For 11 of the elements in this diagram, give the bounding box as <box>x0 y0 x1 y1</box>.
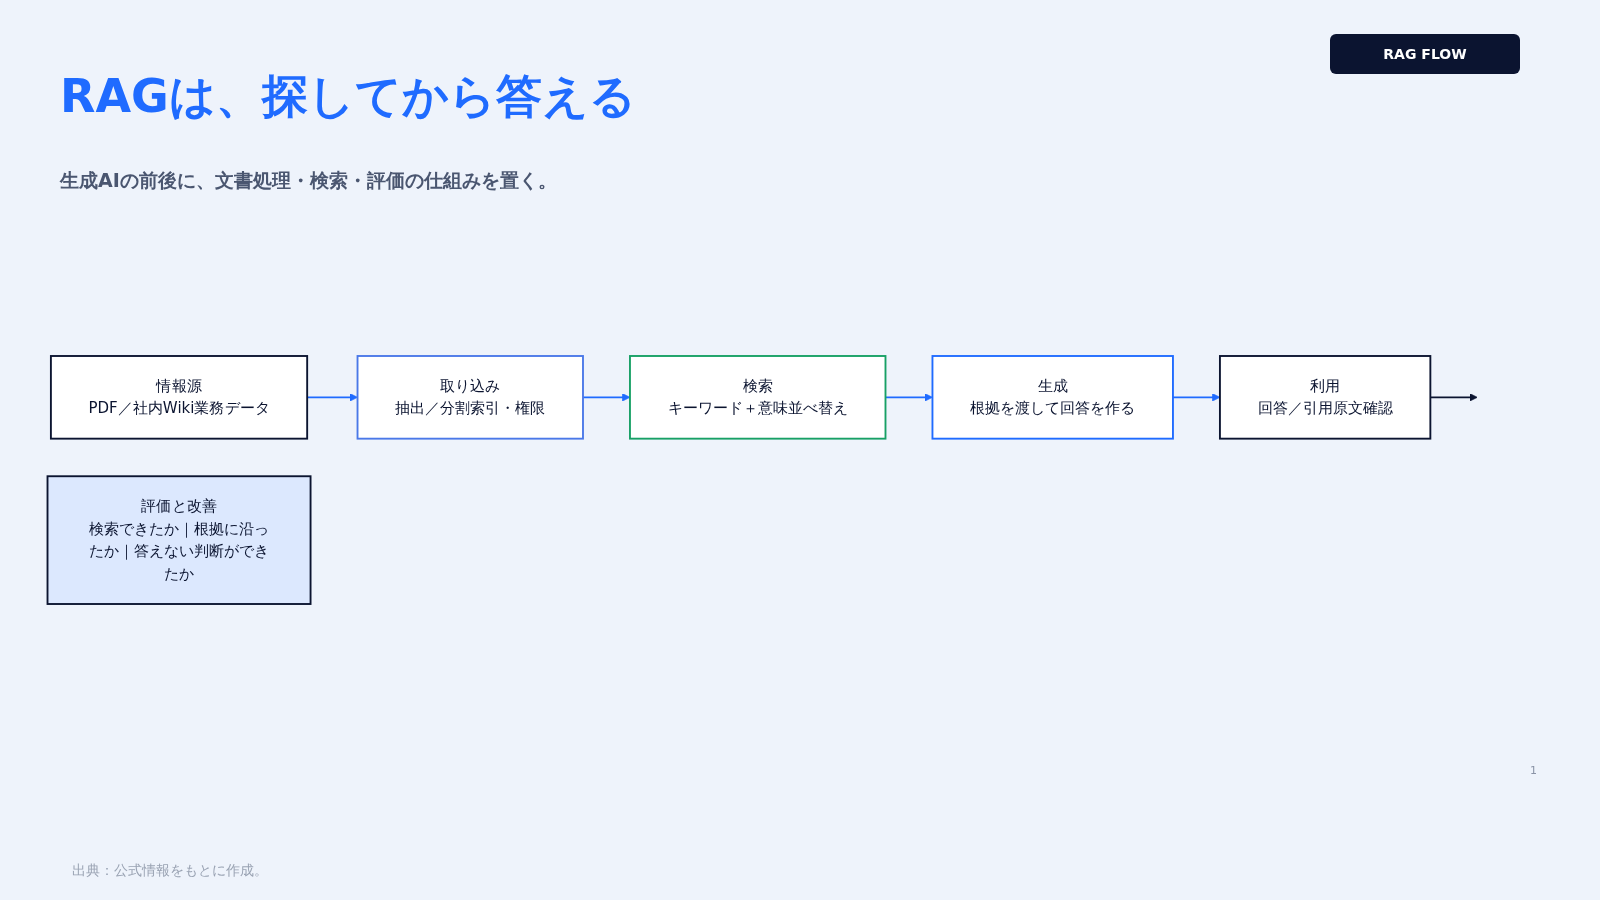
node-box: 利用 回答／引用原文確認 <box>1219 355 1432 440</box>
node-box: 情報源 PDF／社内Wiki業務データ <box>49 355 309 440</box>
node-box: 評価と改善 検索できたか｜根拠に沿ったか｜答えない判断ができたか <box>46 475 312 605</box>
subtitle: 生成AIの前後に、文書処理・検索・評価の仕組みを置く。 <box>60 168 557 193</box>
node-box: 生成 根拠を渡して回答を作る <box>931 355 1174 440</box>
source-note: 出典：公式情報をもとに作成。 <box>72 862 268 880</box>
node-box: 取り込み 抽出／分割索引・権限 <box>356 355 584 440</box>
page-number: 1 <box>1530 764 1537 777</box>
badge: RAG FLOW <box>1330 34 1520 74</box>
title: RAGは、探してから答える <box>60 68 636 125</box>
node-box: 検索 キーワード＋意味並べ替え <box>629 355 887 440</box>
